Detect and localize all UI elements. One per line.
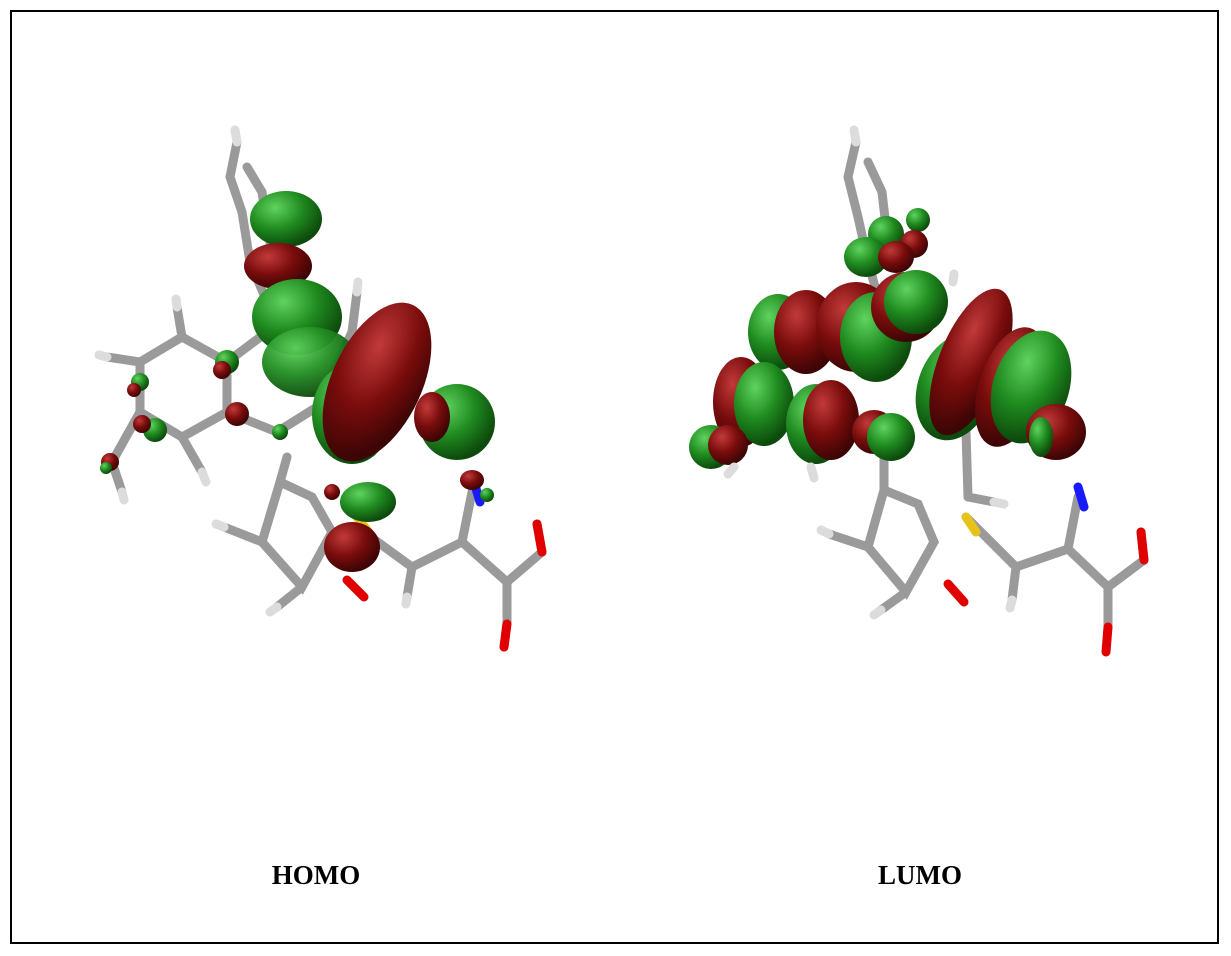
homo-label: HOMO (271, 860, 361, 890)
lumo-panel: LUMO (616, 12, 1220, 942)
figure-frame: HOMO (10, 10, 1219, 944)
homo-hydrogens (94, 125, 412, 617)
lumo-label: LUMO (878, 860, 962, 890)
lumo-molecule-render (689, 125, 1149, 657)
lumo-orbital-lobes (689, 208, 1086, 469)
homo-molecule-render (94, 125, 547, 652)
lumo-hydrogens (723, 125, 1017, 620)
homo-orbital-lobes (100, 191, 495, 572)
lumo-heteroatoms (943, 482, 1149, 657)
homo-panel: HOMO (12, 12, 616, 942)
